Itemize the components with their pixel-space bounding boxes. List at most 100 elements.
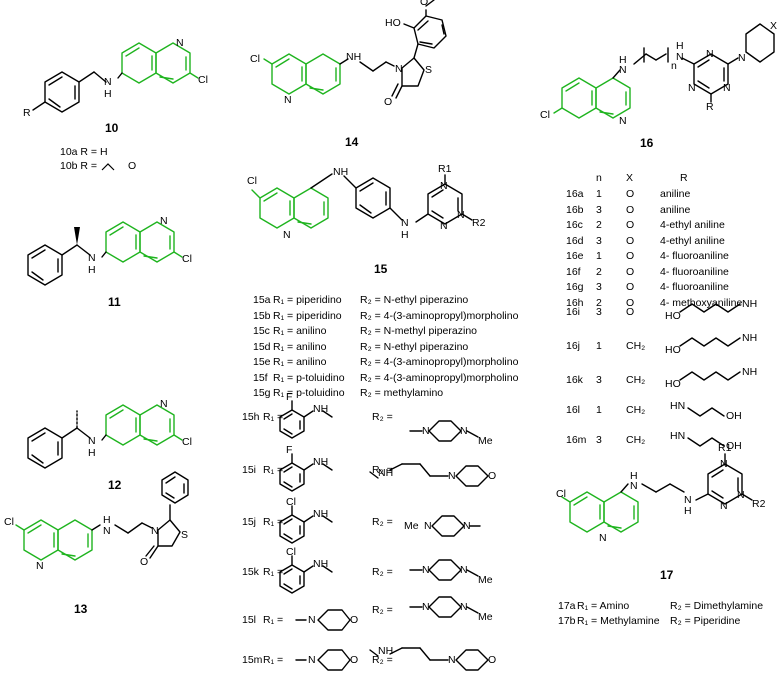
table-row-id: 15m: [242, 654, 263, 666]
table-row-r2: R₂ = Piperidine: [670, 615, 741, 627]
atom-Cl: Cl: [286, 496, 296, 508]
compound-label-16: 16: [640, 136, 654, 150]
atom-NH: NH: [346, 51, 362, 63]
table-row-x: CH₂: [626, 404, 646, 416]
table-row-id: 15l: [242, 614, 257, 626]
table-row-r2: R₂ = N-methyl piperazino: [360, 325, 477, 337]
atom-OH: OH: [726, 440, 742, 452]
atom-HO: HO: [385, 17, 401, 29]
table-row-n: 2: [596, 265, 602, 278]
atom-Cl: Cl: [182, 253, 192, 265]
table-row-r2: R₂ = 4-(3-aminopropyl)morpholino: [360, 356, 519, 368]
atom-N: N: [36, 560, 44, 572]
table-row-r1: R₁ = anilino: [273, 340, 327, 353]
atom-N: N: [283, 229, 291, 241]
atom-N: N: [619, 64, 627, 76]
atom-O: O: [488, 654, 497, 666]
table-row-id: 17a: [558, 600, 576, 612]
table-row-n: 2: [596, 296, 602, 309]
table-row-x: O: [626, 281, 635, 293]
atom-NH: NH: [313, 403, 329, 415]
atom-S: S: [425, 64, 433, 76]
atom-Cl: Cl: [247, 175, 257, 187]
atom-O: O: [140, 556, 149, 568]
atom-H: H: [103, 514, 111, 526]
atom-N: N: [723, 82, 731, 94]
atom-HO: HO: [665, 310, 681, 322]
atom-NH: NH: [333, 166, 349, 178]
compound-label-10: 10: [105, 121, 119, 135]
atom-R1: R1: [438, 163, 452, 175]
table-row-r2: R₂ =: [372, 566, 393, 578]
atom-N: N: [720, 458, 728, 470]
atom-HO: HO: [665, 344, 681, 356]
atom-N: N: [424, 520, 432, 532]
table-row-id: 16h: [566, 296, 584, 309]
atom-R1: R1: [718, 442, 732, 454]
compound-label-15: 15: [374, 262, 388, 276]
compound-label-11: 11: [108, 295, 121, 309]
atom-Me: Me: [404, 520, 419, 532]
table-row-n: 3: [596, 203, 602, 216]
atom-N: N: [738, 52, 746, 64]
atom-Cl: Cl: [286, 546, 296, 558]
atom-N: N: [103, 525, 111, 537]
atom-Cl: Cl: [4, 516, 14, 528]
table-row-n: 3: [596, 306, 602, 318]
atom-O: O: [350, 614, 359, 626]
table-row-id: 16b: [566, 203, 584, 216]
table-row-x: CH₂: [626, 434, 646, 446]
atom-O: O: [350, 654, 359, 666]
table-row-id: 16l: [566, 404, 581, 416]
atom-N: N: [160, 215, 168, 227]
table-row-r: 4-ethyl aniline: [660, 234, 725, 247]
table-row-r: 4- fluoroaniline: [660, 281, 729, 293]
atom-N: N: [676, 51, 684, 63]
atom-H: H: [630, 470, 638, 482]
atom-N: N: [422, 564, 430, 576]
atom-N: N: [308, 614, 316, 626]
table-row-x: O: [626, 234, 635, 247]
atom-R: R: [706, 101, 714, 113]
atom-N: N: [440, 180, 448, 192]
table-row-x: CH₂: [626, 374, 646, 386]
table-row-x: O: [626, 188, 635, 200]
table-row-r1: R₁ = piperidino: [273, 309, 342, 322]
atom-Cl: Cl: [556, 488, 566, 500]
table-row-id: 16e: [566, 250, 584, 262]
table-row-id: 16i: [566, 306, 581, 318]
table-row-r1: R₁ =: [263, 411, 284, 423]
compound-10-benzyl: [32, 71, 107, 113]
atom-Me: Me: [478, 574, 493, 586]
atom-N: N: [599, 532, 607, 544]
table-row-id: 15c: [253, 325, 270, 337]
table-row-r1: R₁ = Amino: [577, 600, 630, 612]
atom-HN: HN: [670, 430, 686, 442]
table-row-r2: R₂ = N-ethyl piperazino: [360, 294, 469, 306]
table-row-x: O: [626, 203, 635, 216]
atom-H: H: [676, 40, 684, 52]
atom-N: N: [737, 489, 745, 501]
atom-H: H: [684, 505, 692, 517]
atom-N: N: [448, 654, 456, 666]
atom-N: N: [176, 37, 184, 49]
table-row-r1: R₁ = anilino: [273, 325, 327, 337]
table-row-id: 15j: [242, 516, 257, 528]
atom-N: N: [460, 425, 468, 437]
table-row-id: 16m: [566, 434, 587, 446]
table-row-n: 3: [596, 434, 602, 446]
table-row-r1: R₁ = p-toluidino: [273, 371, 345, 384]
table-row-r1: R₁ = anilino: [273, 356, 327, 368]
atom-N: N: [630, 480, 638, 492]
atom-X: X: [770, 20, 778, 32]
variant-10a: 10a R = H: [60, 146, 108, 158]
table-row-id: 15e: [253, 356, 271, 368]
table-16-header-r: R: [680, 172, 688, 184]
table-row-r1: R₁ =: [263, 566, 284, 578]
